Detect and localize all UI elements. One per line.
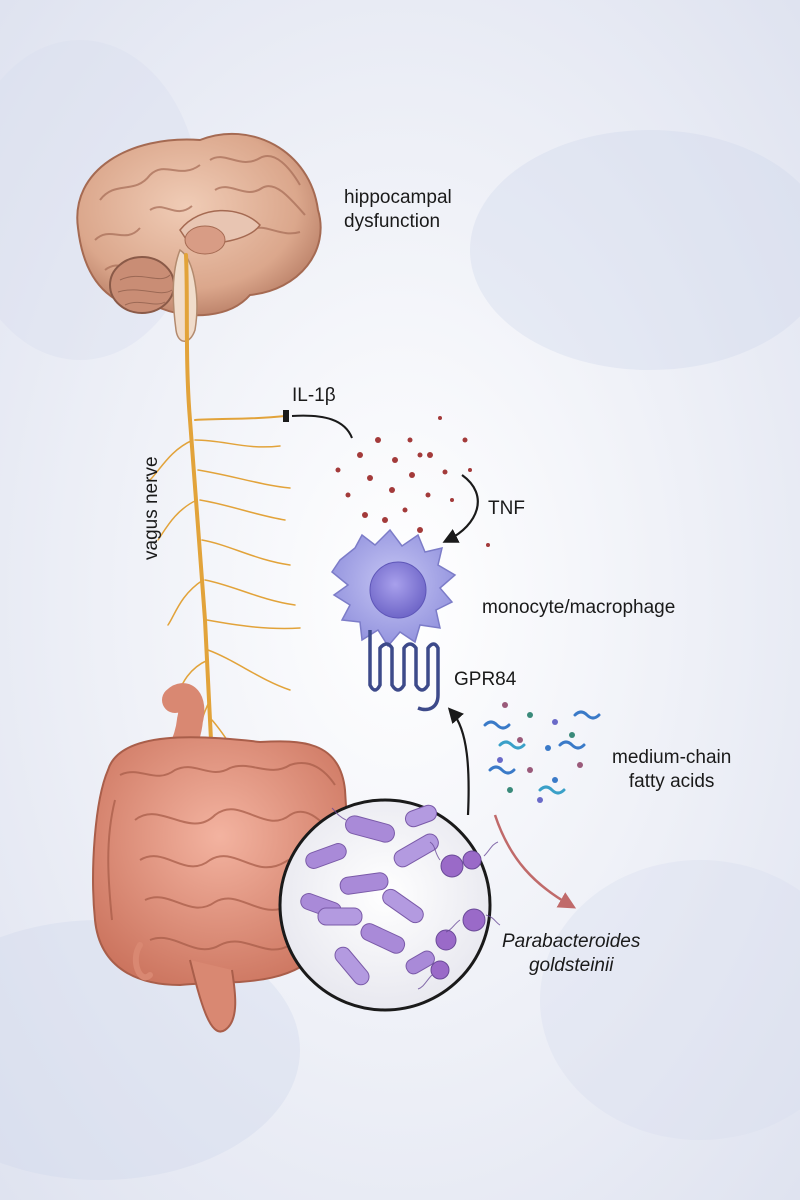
tnf-arrow [442, 474, 479, 543]
label-hippocampal-line2: dysfunction [344, 210, 441, 232]
label-bacteria-line2: goldsteinii [528, 954, 614, 976]
bacteria-flagella [331, 807, 501, 990]
il1b-arrow [291, 414, 353, 439]
cerebellum [109, 256, 175, 314]
il1b-receptor-mark [283, 410, 289, 422]
bacteria-magnifier [278, 798, 501, 1012]
vagus-nerve [149, 253, 301, 762]
label-bacteria-line1: Parabacteroides [502, 931, 641, 952]
bacteria-arrow [493, 814, 577, 909]
brain [76, 132, 322, 342]
gpr84-receptor [368, 630, 440, 712]
label-hippocampal-dysfunction: hippocampal dysfunction [344, 186, 452, 234]
label-mcfa-line2: fatty acids [628, 770, 715, 792]
label-gpr84: GPR84 [454, 669, 517, 690]
label-monocyte-macrophage: monocyte/macrophage [482, 597, 676, 618]
bacteria-cocci [430, 850, 486, 980]
label-il1b: IL-1β [292, 385, 336, 406]
macrophage-cell [330, 528, 457, 648]
label-mcfa-line1: medium-chain [612, 747, 732, 768]
fatty-acids [483, 702, 601, 803]
label-hippocampal-line1: hippocampal [344, 187, 452, 208]
thalamus [184, 225, 226, 255]
nucleus [369, 561, 427, 619]
bacteria-rods [300, 804, 439, 986]
mcfa-to-gpr84-arrow [447, 707, 470, 816]
label-medium-chain-fatty-acids: medium-chain fatty acids [612, 746, 731, 794]
cytokine-dots [335, 416, 490, 548]
label-tnf: TNF [488, 498, 525, 519]
label-parabacteroides-goldsteinii: Parabacteroides goldsteinii [502, 930, 640, 978]
label-vagus-nerve: vagus nerve [141, 456, 162, 560]
